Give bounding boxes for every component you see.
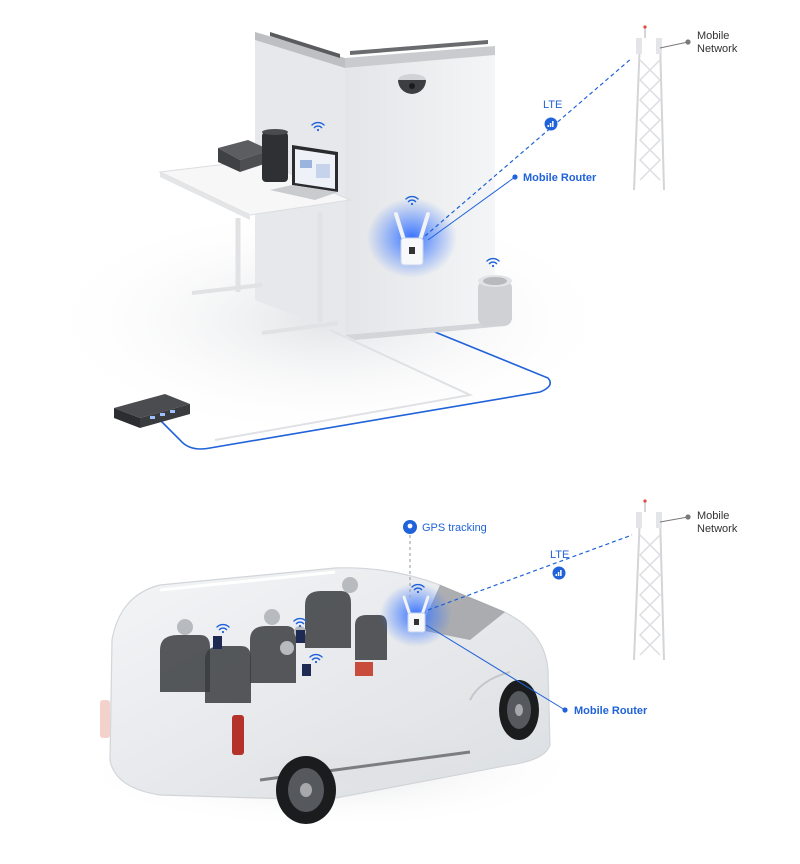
office-scene: Mobile Network LTE Mobile Router <box>40 25 738 450</box>
router-label: Mobile Router <box>574 705 648 717</box>
gps-label: GPS tracking <box>422 522 487 534</box>
vehicle-scene: GPS tracking Mobile Network LTE Mobile R… <box>70 499 738 830</box>
lte-label: LTE <box>550 549 569 561</box>
tower-label-line2: Network <box>697 523 738 535</box>
floor-cable-gray <box>214 329 474 441</box>
lte-label: LTE <box>543 99 562 111</box>
tablet-icon <box>213 630 373 676</box>
speaker-icon <box>262 129 288 182</box>
tower-label-line1: Mobile <box>697 510 729 522</box>
laptop-icon <box>270 145 338 200</box>
desk <box>158 159 352 335</box>
van-seats <box>160 591 387 703</box>
van-wheels <box>276 680 539 824</box>
tower-label-line1: Mobile <box>697 30 729 42</box>
cell-tower <box>633 25 665 191</box>
lte-link <box>427 534 633 611</box>
router-icon[interactable] <box>394 212 430 266</box>
router-label: Mobile Router <box>523 172 597 184</box>
floor-speaker-icon <box>478 275 512 326</box>
vehicle-router-callout: Mobile Router <box>425 624 648 717</box>
gps-callout: GPS tracking <box>403 520 487 534</box>
switch-icon <box>114 394 190 428</box>
router-icon[interactable] <box>402 595 430 633</box>
tower-label-line2: Network <box>697 43 738 55</box>
lte-link <box>424 57 633 237</box>
vehicle-tower-callout: Mobile Network <box>659 510 738 535</box>
signal-bars-icon <box>552 566 566 580</box>
office-tower-callout: Mobile Network <box>659 30 738 55</box>
office-router-callout: Mobile Router <box>427 172 597 241</box>
dome-camera-icon <box>398 74 426 94</box>
signal-bars-icon <box>544 117 558 131</box>
cell-tower <box>633 499 665 661</box>
